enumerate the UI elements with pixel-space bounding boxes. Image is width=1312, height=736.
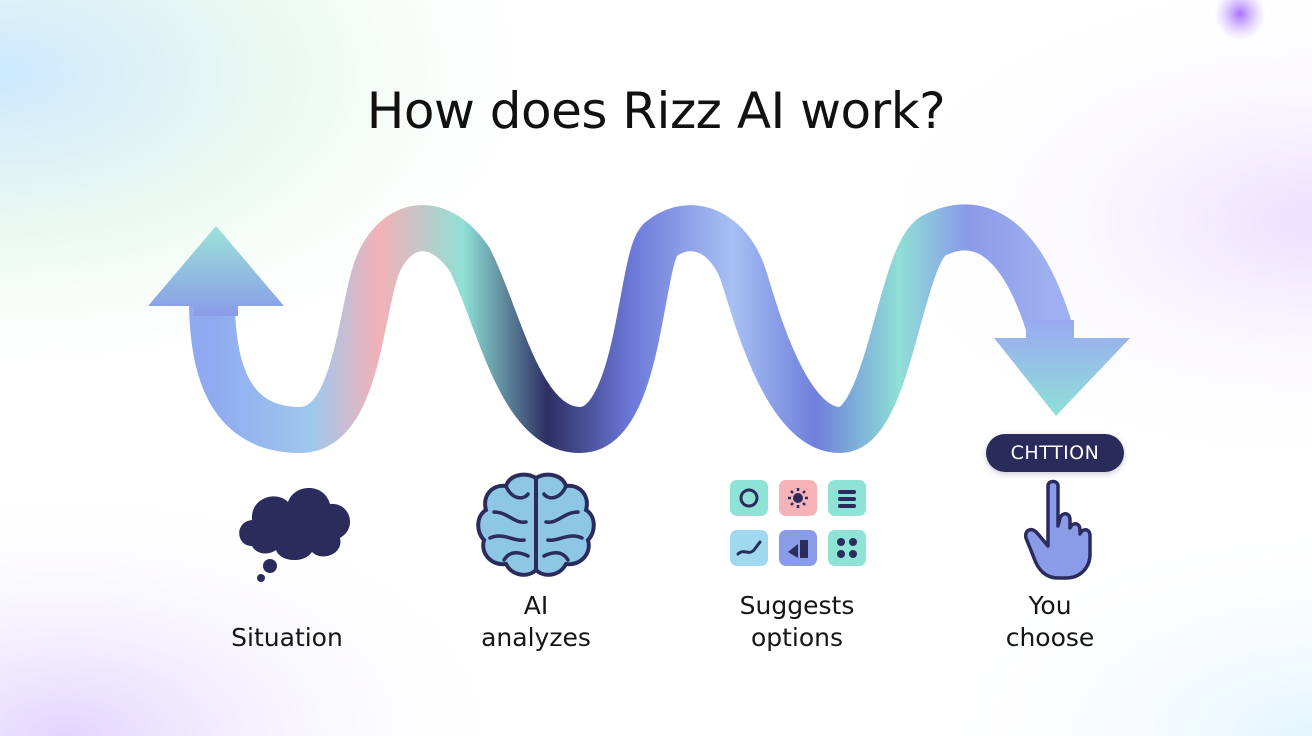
page-title: How does Rizz AI work? [366, 82, 946, 140]
step-label-line: options [750, 623, 844, 652]
thought-cloud-icon [239, 488, 351, 582]
step-label-ai-analyzes: AI analyzes [426, 590, 646, 654]
ribbon-body [189, 204, 1073, 453]
step-label-line: Suggests [739, 591, 855, 620]
pointing-hand-icon [1023, 479, 1092, 580]
step-label-line: You [1028, 591, 1072, 620]
ribbon-start-arrowhead [148, 226, 284, 316]
brain-icon [476, 472, 596, 577]
options-grid-icon [730, 480, 866, 566]
step-label-you-choose: You choose [940, 590, 1160, 654]
step-label-line: choose [1005, 623, 1095, 652]
step-label-suggests-options: Suggests options [687, 590, 907, 654]
step-label-line: AI [523, 591, 549, 620]
ribbon-end-arrowhead [994, 320, 1130, 416]
step-label-line: Situation [231, 623, 343, 652]
step-label-line: analyzes [481, 623, 591, 652]
choose-button[interactable]: CHTTION [986, 434, 1124, 472]
step-label-situation: ​ Situation [177, 590, 397, 654]
step-label-line: ​ [177, 590, 397, 622]
